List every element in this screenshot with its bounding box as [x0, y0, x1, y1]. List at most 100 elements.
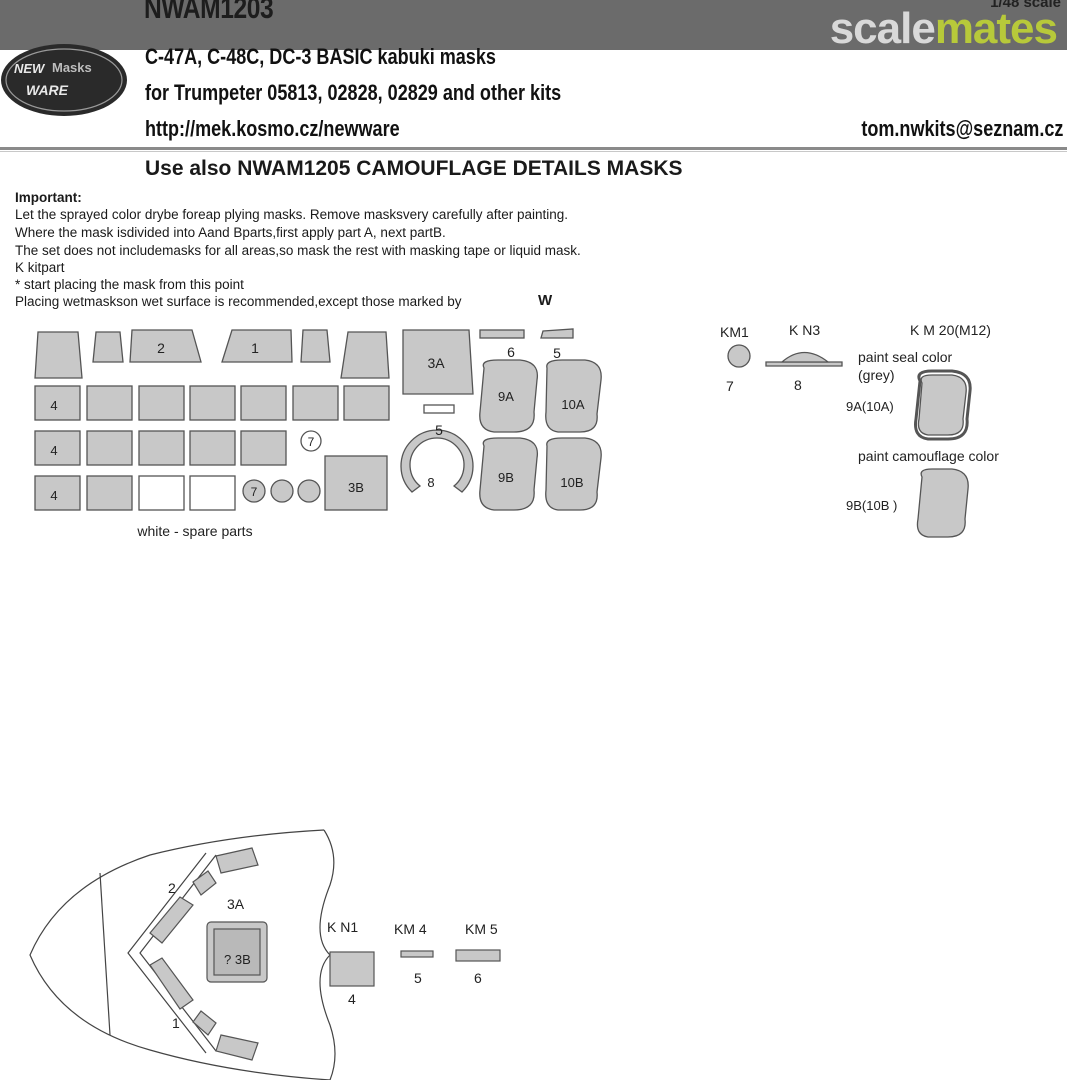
frame-line: [127, 852, 207, 1054]
label-5: 5: [553, 345, 561, 361]
mask-window: [189, 430, 236, 466]
product-subtitle: for Trumpeter 05813, 02828, 02829 and ot…: [145, 80, 562, 105]
mask-9b-camo: [916, 468, 969, 538]
label-3a: 3A: [427, 355, 445, 371]
mask-round: [297, 479, 321, 503]
label-8: 8: [794, 377, 802, 393]
diagram-label-km4: KM 4: [394, 921, 427, 937]
mask-part-6: [479, 329, 525, 339]
mask-window: [138, 385, 185, 421]
diagram-part-4: [329, 951, 375, 987]
see-also-note: Use also NWAM1205 CAMOUFLAGE DETAILS MAS…: [145, 157, 683, 180]
instruction-line: The set does not includemasks for all ar…: [15, 243, 581, 258]
spare-parts-note: white - spare parts: [136, 523, 252, 539]
product-title: C-47A, C-48C, DC-3 BASIC kabuki masks: [145, 44, 496, 69]
label-7: 7: [726, 378, 734, 394]
mask-part-2: [129, 329, 202, 363]
mask-part-4: [34, 475, 81, 511]
mask-part-4: [34, 385, 81, 421]
mask-window: [240, 385, 287, 421]
mask-sheet: 2 1 3A 6 5 5 4 4 4 9A 10A 9B 10B 3B 8 7 …: [34, 328, 602, 539]
label-8: 8: [427, 475, 434, 490]
label-4: 4: [50, 398, 57, 413]
instruction-line: K kitpart: [15, 260, 65, 275]
frame-line: [139, 854, 217, 1052]
label-9a-10a: 9A(10A): [846, 399, 894, 414]
diagram-window: [192, 1010, 217, 1036]
diagram-label-kn1: K N1: [327, 919, 358, 935]
logo-text-ware: WARE: [26, 82, 69, 98]
website-link[interactable]: http://mek.kosmo.cz/newware: [145, 116, 400, 141]
label-5: 5: [435, 422, 443, 438]
diagram-label-3a: 3A: [227, 896, 245, 912]
diagram-window: [149, 957, 194, 1010]
label-4: 4: [50, 443, 57, 458]
panel-line: [99, 872, 111, 1036]
instruction-line: Placing wetmaskson wet surface is recomm…: [15, 294, 462, 309]
label-3b: 3B: [348, 480, 364, 495]
mask-window: [292, 385, 339, 421]
logo-text-new: NEW: [14, 61, 46, 76]
mask-km1: [727, 344, 751, 368]
mask-round: [270, 479, 294, 503]
label-7: 7: [251, 485, 258, 499]
mask-spare: [138, 475, 185, 511]
diagram-label-6: 6: [474, 970, 482, 986]
diagram-label-5: 5: [414, 970, 422, 986]
mask-part-3a: [402, 329, 474, 395]
mask-spare-7: [300, 430, 322, 452]
label-6: 6: [507, 344, 515, 360]
header-band: [0, 0, 1067, 50]
label-km20: K M 20(M12): [910, 322, 991, 338]
diagram-part-3b: [213, 928, 261, 976]
mask-window: [138, 430, 185, 466]
wet-mark-symbol: W: [538, 292, 553, 309]
seal-color-note: paint seal color: [858, 349, 953, 365]
header-divider-thin: [0, 151, 1067, 152]
mask-small-window: [92, 331, 124, 363]
logo-text-masks: Masks: [52, 60, 92, 75]
mask-window: [86, 430, 133, 466]
instructions-heading: Important:: [15, 190, 82, 205]
brand-part-2: mates: [934, 4, 1058, 53]
mask-part-9a: [479, 359, 539, 433]
side-details: KM1 K N3 K M 20(M12) 7 8 paint seal colo…: [720, 322, 999, 538]
mask-window: [189, 385, 236, 421]
instruction-line: Where the mask isdivided into Aand Bpart…: [15, 225, 446, 240]
mask-part-4: [34, 430, 81, 466]
brand-part-1: scale: [829, 4, 936, 53]
instruction-line: * start placing the mask from this point: [15, 277, 244, 292]
mask-part-5: [540, 328, 574, 339]
fuselage-outline: [29, 829, 331, 1080]
label-7: 7: [308, 435, 315, 449]
diagram-label-km5: KM 5: [465, 921, 498, 937]
seal-outline: [914, 369, 972, 441]
camouflage-color-note: paint camouflage color: [858, 448, 999, 464]
diagram-label-2: 2: [168, 880, 176, 896]
seal-grey-note: (grey): [858, 367, 895, 383]
label-1: 1: [251, 340, 259, 356]
mask-window: [343, 385, 390, 421]
label-kn3: K N3: [789, 322, 820, 338]
label-10a: 10A: [561, 397, 584, 412]
mask-windshield-left: [34, 331, 83, 379]
scale-label: 1/48 scale: [990, 0, 1061, 11]
placement-diagram: 2 3A ? 3B 1 K N1 KM 4 KM 5 4 5 6: [29, 829, 501, 1080]
mask-window: [240, 430, 287, 466]
diagram-window: [192, 870, 217, 896]
mask-small-window: [300, 329, 331, 363]
diagram-label-4: 4: [348, 991, 356, 1007]
label-km1: KM1: [720, 324, 749, 340]
instruction-line: Let the sprayed color drybe foreap plyin…: [15, 207, 569, 222]
mask-window: [86, 385, 133, 421]
label-4: 4: [50, 488, 57, 503]
mask-spare: [189, 475, 236, 511]
diagram-window: [215, 1034, 259, 1061]
header-divider: [0, 147, 1067, 150]
label-9b-10b: 9B(10B ): [846, 498, 897, 513]
mask-part-8: [400, 429, 474, 493]
label-10b: 10B: [560, 475, 583, 490]
mask-part-10a: [545, 359, 602, 433]
diagram-label-1: 1: [172, 1015, 180, 1031]
email-link[interactable]: tom.nwkits@seznam.cz: [860, 116, 1063, 141]
